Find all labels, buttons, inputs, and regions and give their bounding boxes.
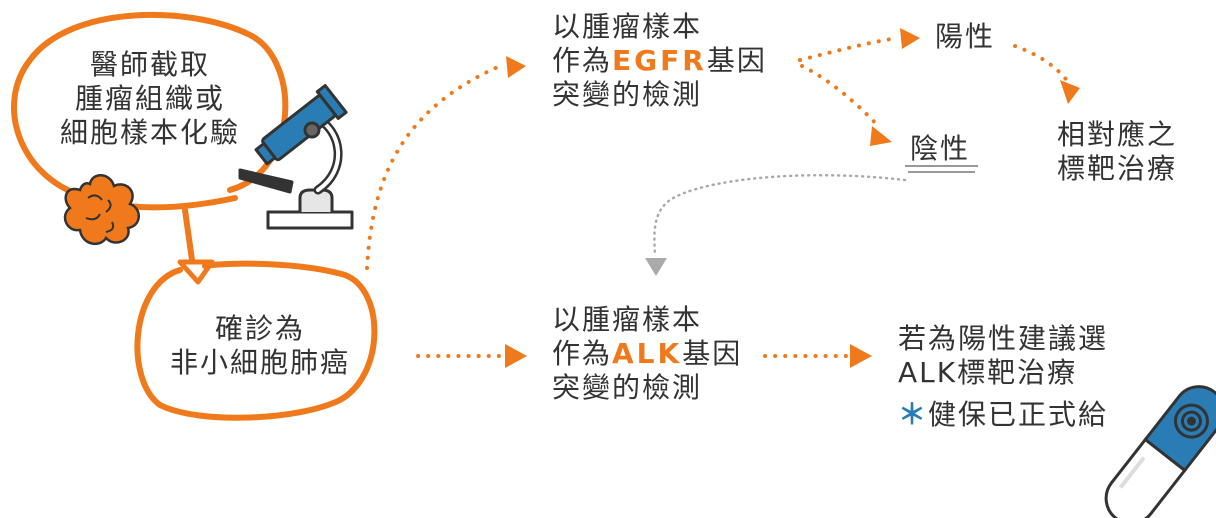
- alk-recommend-text: 若為陽性建議選 ALK標靶治療 ＊健保已正式給: [898, 322, 1108, 432]
- diagnosis-bubble: [134, 260, 378, 421]
- alk-test-line-1: 以腫瘤樣本: [552, 303, 703, 336]
- negative-label: 陰性: [910, 132, 971, 165]
- doctor-line-2: 腫瘤組織或: [74, 82, 225, 115]
- egfr-highlight: EGFR: [612, 44, 707, 77]
- alk-test-line-3: 突變的檢測: [552, 371, 703, 404]
- egfr-to-positive-arrow: [798, 36, 900, 62]
- egfr-test-line-3: 突變的檢測: [552, 78, 703, 111]
- positive-to-therapy-arrow: [1013, 44, 1070, 84]
- alk-highlight: ALK: [612, 337, 683, 370]
- diagnosis-line-2: 非小細胞肺癌: [169, 346, 350, 379]
- egfr-to-negative-arrow: [800, 64, 882, 130]
- egfr-test-text: 以腫瘤樣本 作為EGFR基因 突變的檢測: [552, 10, 767, 112]
- egfr-test-line-2: 作為EGFR基因: [552, 44, 767, 77]
- alk-recommend-note: ＊健保已正式給: [898, 398, 1108, 432]
- alk-test-line-2: 作為ALK基因: [552, 337, 743, 370]
- alk-recommend-note-text: 健保已正式給: [928, 398, 1109, 431]
- alk-recommend-line-1: 若為陽性建議選: [898, 322, 1109, 355]
- diagnosis-text: 確診為 非小細胞肺癌: [150, 312, 370, 380]
- egfr-test-line-1: 以腫瘤樣本: [552, 10, 703, 43]
- positive-label: 陽性: [935, 20, 996, 53]
- egfr-therapy-line-1: 相對應之: [1057, 118, 1178, 151]
- diagnosis-to-egfr-arrow: [365, 64, 502, 270]
- doctor-line-1: 醫師截取: [89, 48, 210, 81]
- alk-test-text: 以腫瘤樣本 作為ALK基因 突變的檢測: [552, 303, 742, 405]
- microscope-icon: [238, 83, 354, 230]
- doctor-to-diagnosis-arrow: [182, 207, 195, 263]
- capsule-icon: [1104, 385, 1216, 518]
- doctor-line-3: 細胞樣本化驗: [59, 116, 240, 149]
- diagnosis-line-1: 確診為: [214, 312, 305, 345]
- doctor-text: 醫師截取 腫瘤組織或 細胞樣本化驗: [40, 48, 260, 150]
- negative-to-alk-arrow: [653, 174, 907, 257]
- alk-recommend-line-2: ALK標靶治療: [898, 356, 1078, 389]
- tumor-icon: [63, 174, 140, 246]
- asterisk-icon: ＊: [898, 398, 929, 431]
- negative-underline: [905, 165, 978, 173]
- egfr-therapy-text: 相對應之 標靶治療: [1057, 118, 1177, 186]
- egfr-therapy-line-2: 標靶治療: [1057, 152, 1178, 185]
